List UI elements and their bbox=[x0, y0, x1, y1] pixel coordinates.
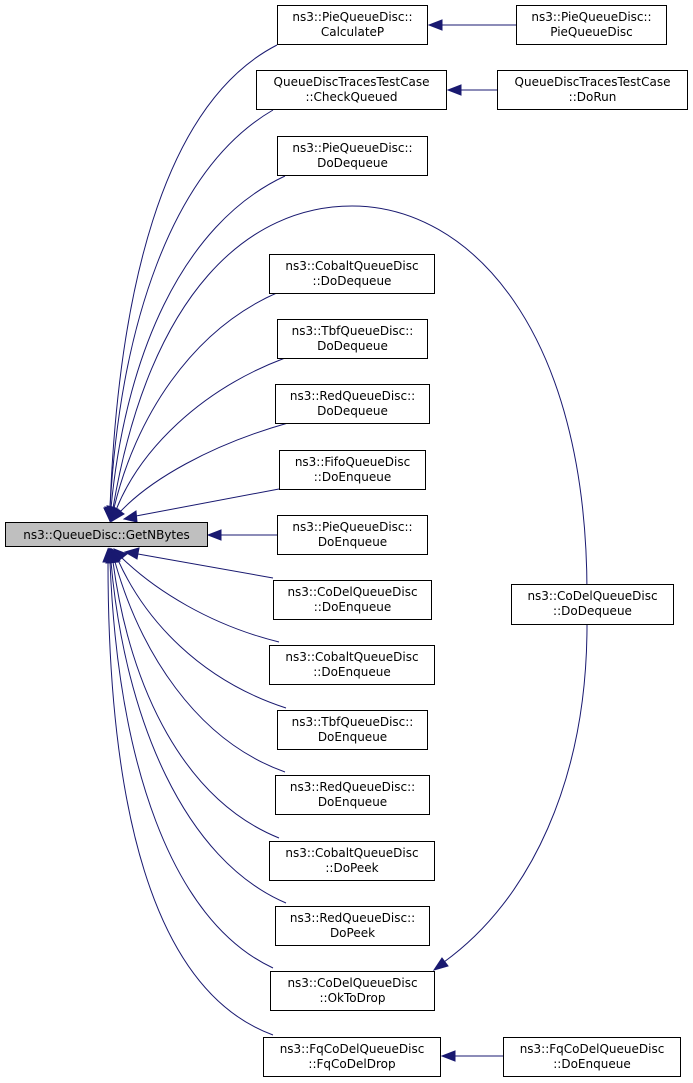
edge-pie-dodequeue-to-getnbytes bbox=[110, 175, 286, 509]
node-pie-ctor-line1: ns3::PieQueueDisc:: bbox=[531, 10, 651, 24]
node-tbf-dodequeue-line2: DoDequeue bbox=[317, 339, 388, 353]
node-pie-ctor[interactable]: ns3::PieQueueDisc:: PieQueueDisc bbox=[516, 5, 667, 45]
edge-tbf-dodequeue-to-getnbytes bbox=[115, 357, 286, 511]
node-codel-doenqueue-line2: ::DoEnqueue bbox=[314, 600, 391, 614]
node-codel-oktodrop-line1: ns3::CoDelQueueDisc bbox=[287, 976, 417, 990]
node-codel-doenqueue[interactable]: ns3::CoDelQueueDisc ::DoEnqueue bbox=[273, 580, 432, 620]
node-red-dodequeue-line2: DoDequeue bbox=[317, 404, 388, 418]
node-codel-doenqueue-line1: ns3::CoDelQueueDisc bbox=[287, 585, 417, 599]
node-tbf-doenqueue[interactable]: ns3::TbfQueueDisc:: DoEnqueue bbox=[277, 710, 428, 750]
node-tbf-dodequeue[interactable]: ns3::TbfQueueDisc:: DoDequeue bbox=[277, 319, 428, 359]
node-tbf-doenqueue-line2: DoEnqueue bbox=[318, 730, 387, 744]
arrowhead-codel-doenqueue bbox=[123, 547, 140, 560]
node-traces-dorun-line2: ::DoRun bbox=[569, 90, 617, 104]
node-cobalt-dopeek[interactable]: ns3::CobaltQueueDisc ::DoPeek bbox=[269, 841, 435, 881]
node-pie-calculatep[interactable]: ns3::PieQueueDisc:: CalculateP bbox=[277, 5, 428, 45]
node-traces-checkqueued[interactable]: QueueDiscTracesTestCase ::CheckQueued bbox=[256, 70, 447, 110]
node-red-doenqueue-line1: ns3::RedQueueDisc:: bbox=[290, 780, 415, 794]
node-pie-ctor-line2: PieQueueDisc bbox=[550, 25, 633, 39]
edges-layer bbox=[107, 24, 588, 1057]
node-cobalt-dodequeue-line2: ::DoDequeue bbox=[313, 274, 392, 288]
node-traces-dorun[interactable]: QueueDiscTracesTestCase ::DoRun bbox=[497, 70, 688, 110]
node-pie-doenqueue-line1: ns3::PieQueueDisc:: bbox=[292, 520, 412, 534]
node-cobalt-dopeek-line1: ns3::CobaltQueueDisc bbox=[285, 846, 418, 860]
arrowhead-fqcodel-doenqueue bbox=[440, 1050, 456, 1062]
node-fqcodel-doenqueue[interactable]: ns3::FqCoDelQueueDisc ::DoEnqueue bbox=[503, 1037, 681, 1077]
node-pie-calculatep-line1: ns3::PieQueueDisc:: bbox=[292, 10, 412, 24]
edge-codel-dodequeue-to-oktodrop bbox=[443, 624, 588, 963]
edge-codel-oktodrop-to-getnbytes bbox=[109, 561, 274, 969]
node-traces-checkqueued-line2: ::CheckQueued bbox=[305, 90, 397, 104]
node-cobalt-dopeek-line2: ::DoPeek bbox=[325, 861, 378, 875]
node-tbf-dodequeue-line1: ns3::TbfQueueDisc:: bbox=[292, 324, 414, 338]
edge-tbf-doenqueue-to-getnbytes bbox=[117, 559, 287, 709]
node-fifo-doenqueue[interactable]: ns3::FifoQueueDisc ::DoEnqueue bbox=[279, 450, 426, 490]
node-fqcodel-doenqueue-line1: ns3::FqCoDelQueueDisc bbox=[520, 1042, 665, 1056]
node-pie-doenqueue[interactable]: ns3::PieQueueDisc:: DoEnqueue bbox=[277, 515, 428, 555]
edge-red-dodequeue-to-getnbytes bbox=[119, 422, 289, 513]
edge-pie-calculatep-to-getnbytes bbox=[109, 44, 278, 509]
node-fqcodel-fqcodeldrop[interactable]: ns3::FqCoDelQueueDisc ::FqCoDelDrop bbox=[263, 1037, 441, 1077]
node-traces-checkqueued-line1: QueueDiscTracesTestCase bbox=[274, 75, 430, 89]
node-red-dopeek-line2: DoPeek bbox=[330, 926, 375, 940]
edge-cobalt-dopeek-to-getnbytes bbox=[112, 561, 280, 839]
arrowhead-pie-doenqueue bbox=[206, 529, 222, 541]
node-codel-oktodrop[interactable]: ns3::CoDelQueueDisc ::OkToDrop bbox=[270, 971, 435, 1011]
node-pie-dodequeue-line1: ns3::PieQueueDisc:: bbox=[292, 141, 412, 155]
node-cobalt-doenqueue-line1: ns3::CobaltQueueDisc bbox=[285, 650, 418, 664]
node-red-doenqueue[interactable]: ns3::RedQueueDisc:: DoEnqueue bbox=[275, 775, 430, 815]
node-fifo-doenqueue-line1: ns3::FifoQueueDisc bbox=[295, 455, 410, 469]
node-getnbytes-label: ns3::QueueDisc::GetNBytes bbox=[23, 528, 190, 542]
edge-fifo-doenqueue-to-getnbytes bbox=[135, 488, 280, 517]
edge-cobalt-doenqueue-to-getnbytes bbox=[121, 557, 280, 643]
arrowhead-red-dodequeue bbox=[111, 506, 125, 522]
node-cobalt-dodequeue-line1: ns3::CobaltQueueDisc bbox=[285, 259, 418, 273]
arrowhead-traces-dorun bbox=[446, 84, 462, 96]
edge-red-doenqueue-to-getnbytes bbox=[114, 561, 286, 773]
nodes-layer: ns3::QueueDisc::GetNBytes ns3::PieQueueD… bbox=[5, 5, 688, 1077]
node-red-doenqueue-line2: DoEnqueue bbox=[318, 795, 387, 809]
node-fqcodel-fqcodeldrop-line2: ::FqCoDelDrop bbox=[308, 1057, 395, 1071]
node-fqcodel-fqcodeldrop-line1: ns3::FqCoDelQueueDisc bbox=[280, 1042, 425, 1056]
node-cobalt-dodequeue[interactable]: ns3::CobaltQueueDisc ::DoDequeue bbox=[269, 254, 435, 294]
node-cobalt-doenqueue[interactable]: ns3::CobaltQueueDisc ::DoEnqueue bbox=[269, 645, 435, 685]
arrowhead-fqcodel-fqcodeldrop bbox=[102, 547, 114, 563]
node-pie-dodequeue-line2: DoDequeue bbox=[317, 156, 388, 170]
node-traces-dorun-line1: QueueDiscTracesTestCase bbox=[515, 75, 671, 89]
node-getnbytes[interactable]: ns3::QueueDisc::GetNBytes bbox=[5, 522, 208, 547]
node-fifo-doenqueue-line2: ::DoEnqueue bbox=[314, 470, 391, 484]
edge-cobalt-dodequeue-to-getnbytes bbox=[113, 291, 280, 509]
arrowhead-pie-ctor bbox=[427, 19, 443, 31]
edge-codel-dodequeue-to-getnbytes bbox=[112, 205, 588, 594]
node-pie-doenqueue-line2: DoEnqueue bbox=[318, 535, 387, 549]
edge-red-dopeek-to-getnbytes bbox=[110, 561, 287, 904]
arrowhead-codel-dodequeue-oktodrop bbox=[432, 957, 449, 971]
node-cobalt-doenqueue-line2: ::DoEnqueue bbox=[313, 665, 390, 679]
node-codel-dodequeue-line2: ::DoDequeue bbox=[553, 604, 632, 618]
edge-codel-doenqueue-to-getnbytes bbox=[137, 553, 274, 579]
arrowhead-fifo-doenqueue bbox=[122, 510, 138, 523]
node-red-dopeek-line1: ns3::RedQueueDisc:: bbox=[290, 911, 415, 925]
edge-traces-checkqueued-to-getnbytes bbox=[109, 109, 274, 509]
node-red-dodequeue[interactable]: ns3::RedQueueDisc:: DoDequeue bbox=[275, 384, 430, 424]
node-pie-calculatep-line2: CalculateP bbox=[321, 25, 384, 39]
edge-fqcodel-fqcodeldrop-to-getnbytes bbox=[107, 561, 274, 1036]
node-red-dodequeue-line1: ns3::RedQueueDisc:: bbox=[290, 389, 415, 403]
node-pie-dodequeue[interactable]: ns3::PieQueueDisc:: DoDequeue bbox=[277, 136, 428, 176]
node-codel-oktodrop-line2: ::OkToDrop bbox=[320, 991, 386, 1005]
node-red-dopeek[interactable]: ns3::RedQueueDisc:: DoPeek bbox=[275, 906, 430, 946]
node-codel-dodequeue[interactable]: ns3::CoDelQueueDisc ::DoDequeue bbox=[511, 584, 674, 625]
node-codel-dodequeue-line1: ns3::CoDelQueueDisc bbox=[527, 589, 657, 603]
node-fqcodel-doenqueue-line2: ::DoEnqueue bbox=[553, 1057, 630, 1071]
node-tbf-doenqueue-line1: ns3::TbfQueueDisc:: bbox=[292, 715, 414, 729]
arrowheads-layer bbox=[102, 19, 462, 1062]
